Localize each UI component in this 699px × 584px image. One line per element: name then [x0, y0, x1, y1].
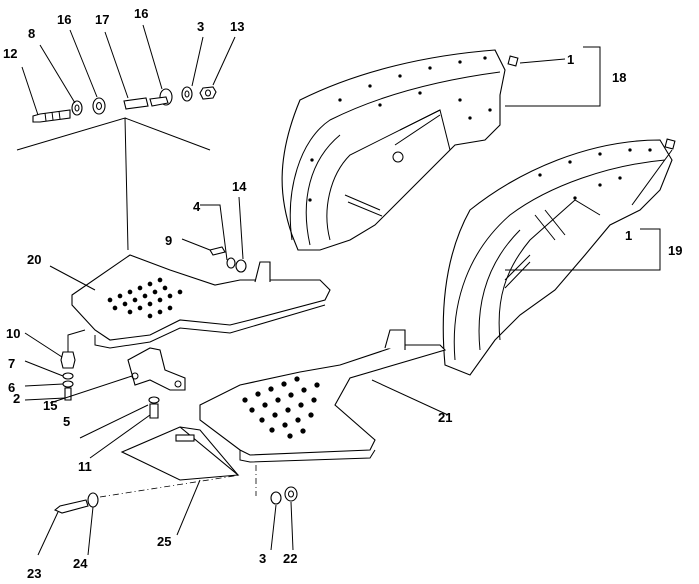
callout-3: 3: [197, 19, 204, 34]
callout-2: 2: [13, 391, 20, 406]
callout-14: 14: [232, 179, 247, 194]
bracket: [127, 347, 186, 419]
fender-lower: [442, 138, 676, 376]
callout-8: 8: [28, 26, 35, 41]
fender-upper: [281, 49, 519, 251]
callout-16: 16: [57, 12, 71, 27]
callout-1: 1: [567, 52, 574, 67]
callout-17: 17: [95, 12, 109, 27]
callout-10: 10: [6, 326, 20, 341]
callout-23: 23: [27, 566, 41, 581]
callout-20: 20: [27, 252, 41, 267]
callout-labels: 1 18 1 19 12 8 16 17 16 3 13 4 14 9 20 1…: [3, 6, 682, 581]
callout-11: 11: [78, 459, 92, 474]
callout-9: 9: [165, 233, 172, 248]
hardware-top: [32, 86, 217, 123]
callout-13: 13: [230, 19, 244, 34]
hardware-left: [60, 246, 247, 401]
callout-16: 16: [134, 6, 148, 21]
callout-3: 3: [259, 551, 266, 566]
callout-4: 4: [193, 199, 201, 214]
leader-lines: [21, 24, 673, 556]
hardware-bottom: [53, 465, 298, 514]
callout-7: 7: [8, 356, 15, 371]
callout-25: 25: [157, 534, 171, 549]
callout-5: 5: [63, 414, 70, 429]
callout-22: 22: [283, 551, 297, 566]
callout-24: 24: [73, 556, 88, 571]
callout-21: 21: [438, 410, 452, 425]
callout-18: 18: [612, 70, 626, 85]
step-plate-lower: [199, 329, 447, 463]
callout-15: 15: [43, 398, 57, 413]
callout-1: 1: [625, 228, 632, 243]
step-plate-upper: [16, 117, 331, 349]
callout-19: 19: [668, 243, 682, 258]
callout-6: 6: [8, 380, 15, 395]
callout-12: 12: [3, 46, 17, 61]
